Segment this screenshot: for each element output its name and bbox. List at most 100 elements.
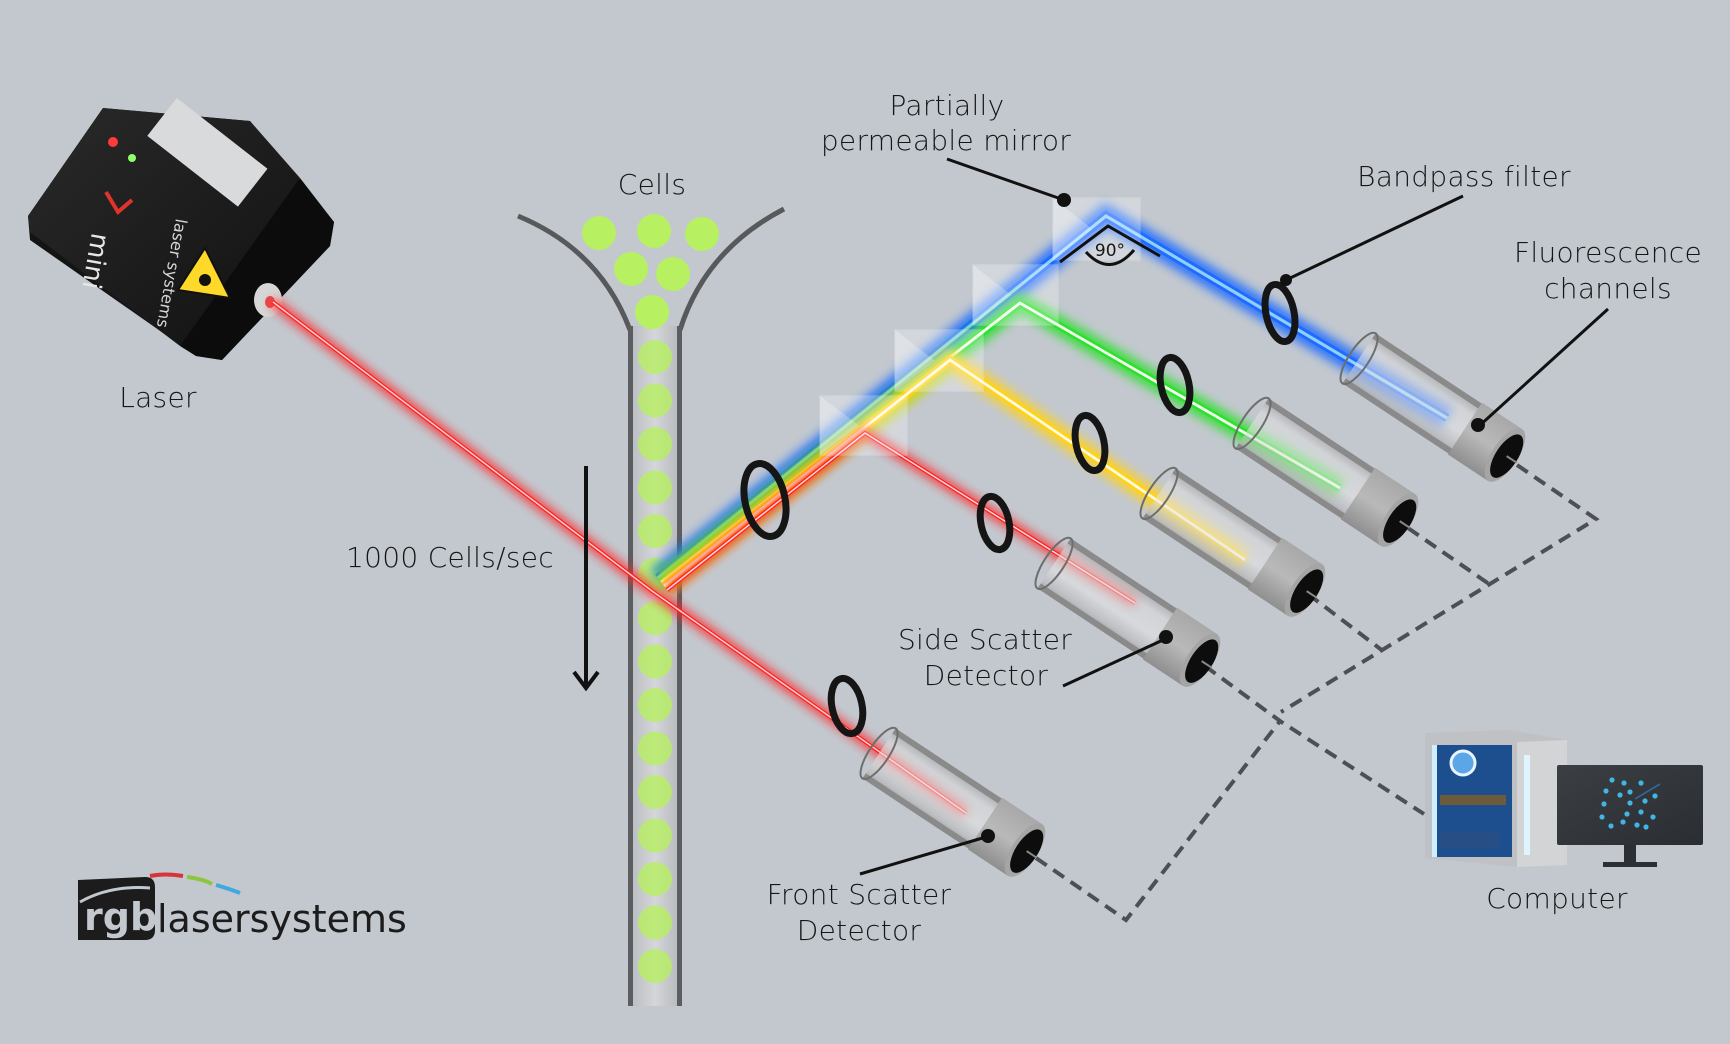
rgb-lasersystems-logo: rgb lasersystems bbox=[78, 872, 407, 941]
cell-funnel bbox=[517, 206, 786, 331]
ssc-beam bbox=[664, 427, 1138, 608]
mirror-leader-line bbox=[946, 157, 1065, 202]
scatter-point bbox=[1620, 819, 1626, 825]
detector-opening bbox=[1383, 499, 1417, 543]
bandpass-filter-ring bbox=[740, 460, 790, 540]
computer-label: Computer bbox=[1486, 882, 1628, 915]
cell bbox=[638, 470, 672, 505]
fluorescence-label-line1: Fluorescence bbox=[1514, 236, 1702, 269]
detector-glass-tube bbox=[862, 728, 1005, 851]
cell bbox=[638, 862, 672, 896]
bandpass-filters bbox=[740, 280, 1299, 738]
detector-opening bbox=[1185, 639, 1219, 683]
detector-tube-edge bbox=[1235, 443, 1348, 521]
beams-group bbox=[270, 202, 1453, 817]
scatter-point bbox=[1621, 780, 1627, 786]
mirror-facet bbox=[1053, 198, 1093, 260]
laser-beam-core bbox=[272, 301, 967, 814]
green-fluorescence-detector bbox=[1232, 396, 1419, 547]
detector-cap bbox=[967, 797, 1043, 876]
detector-tube-edge bbox=[1342, 378, 1455, 456]
partially-permeable-mirror bbox=[819, 395, 908, 456]
logo-arc-green bbox=[186, 875, 213, 886]
detector-tube-edge bbox=[1142, 513, 1255, 591]
side-scatter-detector bbox=[1034, 536, 1221, 687]
ssc-leader-dot bbox=[1159, 630, 1173, 644]
blue-fluorescence-detector bbox=[1339, 331, 1526, 482]
fsc-leader-line bbox=[859, 835, 987, 876]
cell bbox=[637, 214, 671, 248]
logo-mark-text: rgb bbox=[84, 895, 157, 939]
flow-tube-right-wall bbox=[677, 326, 682, 1006]
scatter-point bbox=[1643, 824, 1649, 830]
flow-direction-arrow bbox=[572, 466, 600, 692]
cell bbox=[638, 949, 672, 983]
cell bbox=[638, 688, 672, 722]
cell bbox=[638, 427, 672, 461]
detectors-group bbox=[859, 331, 1526, 877]
cell bbox=[638, 601, 672, 635]
ssc-label-line1: Side Scatter bbox=[898, 623, 1072, 656]
detector-tube-rim bbox=[1339, 331, 1379, 386]
funnel-right-wall bbox=[677, 206, 786, 331]
detector-tube-rim bbox=[1232, 396, 1272, 451]
detector-tube-edge bbox=[1172, 468, 1285, 546]
mirror-label-line1: Partially bbox=[889, 89, 1004, 122]
partially-permeable-mirror bbox=[894, 329, 984, 392]
cell bbox=[635, 295, 669, 329]
bandpass-filter-ring bbox=[827, 674, 867, 738]
scatter-gate-line bbox=[1634, 783, 1661, 800]
detector-tube-edge bbox=[1037, 583, 1150, 661]
scatter-point bbox=[1634, 822, 1640, 828]
logo-mark-swoosh bbox=[79, 886, 151, 904]
mirror-pane bbox=[1052, 197, 1141, 261]
logo-arc-red bbox=[149, 872, 184, 878]
cell bbox=[638, 514, 672, 548]
laser-device: mini laser systems bbox=[28, 97, 334, 360]
detector-tube-rim bbox=[859, 726, 899, 781]
ssc-leader-line bbox=[1062, 638, 1164, 688]
signal-wire-dashed bbox=[1306, 592, 1385, 653]
cell bbox=[638, 775, 672, 809]
tower-light-strip bbox=[1432, 745, 1437, 857]
detector-tube-edge bbox=[862, 773, 975, 851]
bandpass-label: Bandpass filter bbox=[1357, 160, 1571, 193]
cell bbox=[638, 905, 672, 940]
laser-power-led-icon bbox=[128, 154, 136, 162]
detector-pin bbox=[1201, 660, 1213, 669]
mirror-facet bbox=[820, 396, 860, 455]
label-leaders bbox=[859, 157, 1610, 876]
fan-icon bbox=[1449, 749, 1477, 777]
bandpass-leader-line bbox=[1285, 194, 1464, 282]
scatter-point bbox=[1617, 792, 1623, 798]
detector-glass-tube bbox=[1142, 468, 1285, 591]
scatter-point bbox=[1601, 801, 1607, 807]
fluorescence-leader-line bbox=[1476, 307, 1610, 429]
detector-opening bbox=[1010, 829, 1044, 873]
angle-arc bbox=[1084, 249, 1136, 266]
laser-body-front bbox=[180, 178, 334, 360]
mirror-pane bbox=[819, 395, 908, 456]
detector-tube-edge bbox=[1372, 333, 1485, 411]
detector-glass-tube bbox=[1342, 333, 1485, 456]
fluorescence-label-line2: channels bbox=[1544, 272, 1672, 305]
fsc-label-line1: Front Scatter bbox=[767, 878, 952, 911]
detector-tube-edge bbox=[1067, 538, 1180, 616]
cell bbox=[638, 644, 672, 679]
detector-pin bbox=[1506, 455, 1518, 464]
scatter-point bbox=[1609, 777, 1615, 783]
detector-opening bbox=[1490, 434, 1524, 478]
mirrors-group bbox=[819, 197, 1141, 456]
signal-wire-dashed bbox=[1406, 526, 1494, 588]
bandpass-filter-ring bbox=[1071, 411, 1109, 475]
angle-label: 90° bbox=[1095, 241, 1125, 261]
signal-wire-dashed bbox=[1034, 719, 1282, 923]
bandpass-filter-ring bbox=[976, 492, 1014, 554]
scatter-point bbox=[1638, 809, 1644, 815]
detector-pin bbox=[1306, 590, 1318, 599]
detector-tube-edge bbox=[1265, 398, 1378, 476]
bandpass-filter-ring bbox=[1156, 353, 1194, 417]
cell bbox=[656, 257, 690, 291]
cell bbox=[638, 340, 672, 374]
